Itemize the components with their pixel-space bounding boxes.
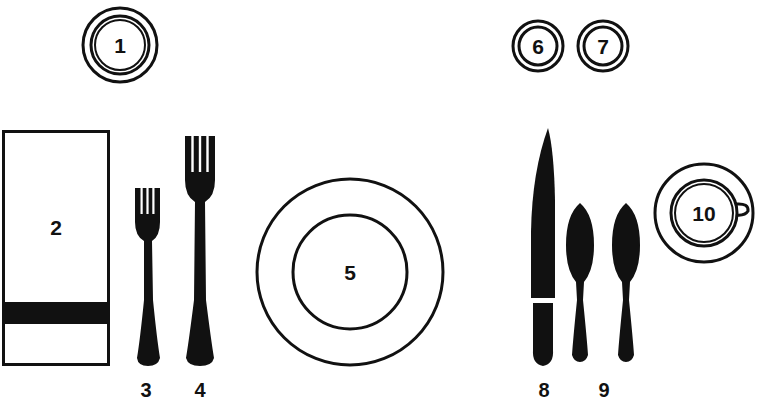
rim — [655, 164, 753, 262]
rim — [257, 179, 443, 365]
rim — [578, 21, 628, 71]
callout-number: 4 — [194, 380, 205, 400]
callout-number: 5 — [344, 262, 356, 283]
callout-number: 2 — [50, 217, 62, 238]
callout-number: 9 — [598, 380, 609, 400]
rim — [671, 180, 737, 246]
rim — [293, 215, 407, 329]
rim — [95, 20, 145, 70]
spoon — [566, 203, 594, 362]
rim — [675, 184, 733, 242]
rim — [83, 8, 157, 82]
rim — [513, 21, 563, 71]
rim — [91, 16, 149, 74]
dinner-plate: 5 — [255, 177, 445, 367]
cup-handle — [736, 204, 748, 215]
cup-and-saucer: 10 — [653, 162, 755, 264]
knife — [531, 128, 555, 366]
napkin-band — [5, 302, 107, 324]
dinner-fork — [185, 134, 215, 366]
rim — [519, 27, 557, 65]
napkin: 2 — [2, 130, 110, 366]
wine-glass: 7 — [576, 19, 630, 73]
spoon — [612, 203, 640, 362]
callout-number: 8 — [538, 380, 549, 400]
rim — [584, 27, 622, 65]
callout-number: 10 — [692, 203, 715, 224]
callout-number: 3 — [140, 380, 151, 400]
callout-number: 6 — [532, 36, 544, 57]
bread-plate: 1 — [81, 6, 159, 84]
callout-number: 7 — [597, 36, 609, 57]
callout-number: 1 — [114, 35, 126, 56]
salad-fork — [135, 186, 160, 366]
water-glass: 6 — [511, 19, 565, 73]
